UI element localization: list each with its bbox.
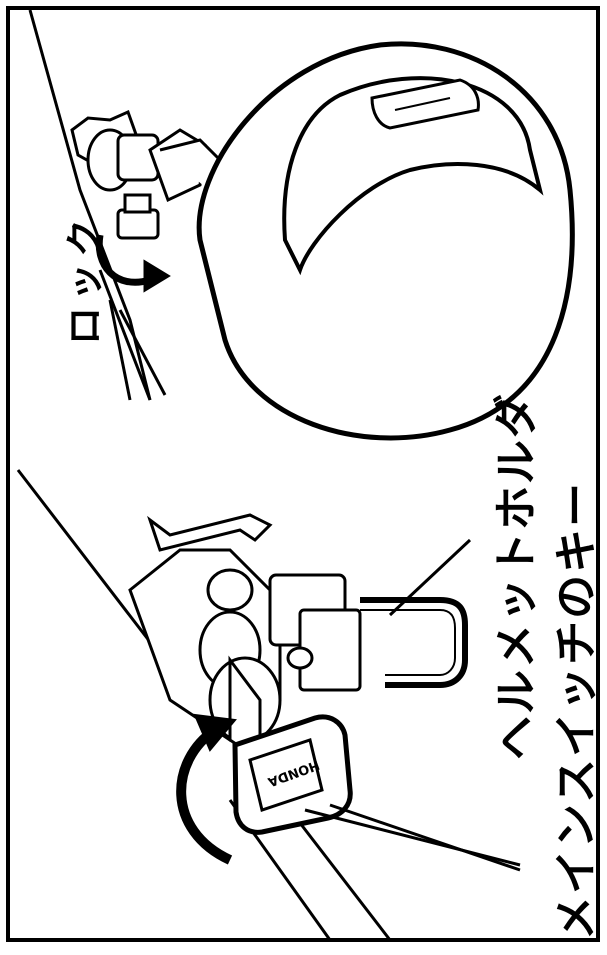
helmet <box>196 41 575 441</box>
key-turn-arrow <box>176 713 237 865</box>
lock-rotate-arrow <box>95 234 171 293</box>
holder-bracket <box>128 513 362 742</box>
lock-label: ロック <box>63 212 107 345</box>
diagram-border <box>6 6 600 942</box>
helmet-hook <box>360 597 468 688</box>
helmet-holder-label: ヘルメットホルダ <box>491 392 542 760</box>
lock-mechanism <box>70 109 232 240</box>
frame-rail-top <box>28 9 167 401</box>
main-switch-key-label: メインスイッチのキー <box>551 480 602 940</box>
leader-lines <box>304 538 521 872</box>
honda-key <box>232 714 353 835</box>
